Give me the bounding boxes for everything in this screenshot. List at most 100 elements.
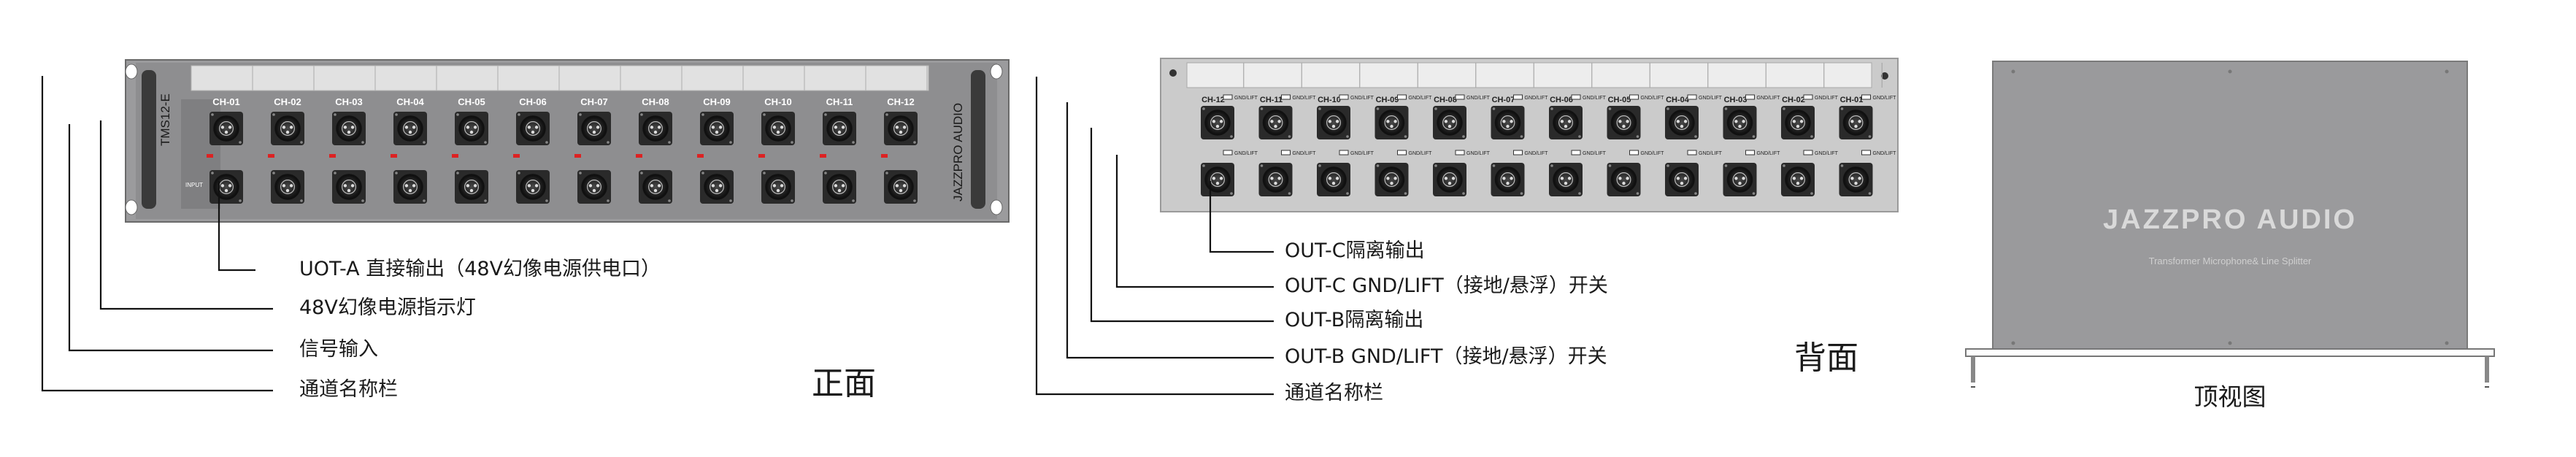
front-output-a-jack[interactable]: [700, 112, 734, 145]
back-out-c-jack[interactable]: [1723, 106, 1757, 139]
front-callout-phantom-led: 48V幻像电源指示灯: [299, 296, 476, 319]
back-out-c-jack[interactable]: [1665, 106, 1699, 139]
front-output-a-jack[interactable]: [884, 112, 918, 145]
out-b-gnd-lift-switch[interactable]: [1455, 150, 1465, 155]
front-input-jack[interactable]: [884, 170, 918, 204]
out-c-gnd-lift-switch[interactable]: [1687, 94, 1697, 100]
front-input-jack[interactable]: [455, 170, 488, 204]
out-c-gnd-lift-switch[interactable]: [1339, 94, 1349, 100]
back-callout-out-c-switch: OUT-C GND/LIFT（接地/悬浮）开关: [1285, 274, 1608, 297]
back-out-b-jack[interactable]: [1607, 163, 1641, 196]
out-b-gnd-lift-switch[interactable]: [1571, 150, 1581, 155]
out-b-gnd-lift-switch[interactable]: [1803, 150, 1813, 155]
back-out-b-jack[interactable]: [1433, 163, 1466, 196]
back-out-c-jack[interactable]: [1258, 106, 1293, 139]
switch-label: GND/LIFT: [1699, 151, 1723, 156]
back-out-c-jack[interactable]: [1317, 106, 1350, 139]
out-b-gnd-lift-switch[interactable]: [1223, 150, 1233, 155]
out-c-gnd-lift-switch[interactable]: [1513, 94, 1523, 100]
back-out-b-jack[interactable]: [1723, 163, 1757, 196]
front-output-a-jack[interactable]: [455, 112, 488, 145]
out-c-gnd-lift-switch[interactable]: [1803, 94, 1813, 100]
switch-label: GND/LIFT: [1873, 96, 1897, 101]
front-input-jack[interactable]: [761, 170, 795, 204]
back-out-b-jack[interactable]: [1839, 163, 1873, 196]
front-input-jack[interactable]: [271, 170, 304, 204]
back-out-b-jack[interactable]: [1781, 163, 1815, 196]
front-output-a-jack[interactable]: [393, 112, 427, 145]
front-input-jack[interactable]: [209, 170, 243, 204]
back-out-c-jack[interactable]: [1781, 106, 1815, 139]
switch-label: GND/LIFT: [1466, 151, 1491, 156]
front-input-jack[interactable]: [332, 170, 366, 204]
front-output-a-jack[interactable]: [639, 112, 672, 145]
out-c-gnd-lift-switch[interactable]: [1223, 94, 1233, 100]
back-out-b-jack[interactable]: [1665, 163, 1699, 196]
top-subtitle: Transformer Microphone& Line Splitter: [2149, 256, 2312, 266]
phantom-led: [574, 154, 581, 158]
back-out-c-jack[interactable]: [1201, 106, 1234, 139]
back-out-c-jack[interactable]: [1549, 106, 1583, 139]
front-input-jack[interactable]: [700, 170, 734, 204]
front-channel-label: CH-06: [519, 96, 547, 107]
front-channel-label: CH-12: [887, 96, 915, 107]
back-out-b-jack[interactable]: [1491, 163, 1525, 196]
switch-label: GND/LIFT: [1873, 151, 1897, 156]
out-b-gnd-lift-switch[interactable]: [1339, 150, 1349, 155]
front-output-a-jack[interactable]: [332, 112, 366, 145]
back-channel-label: CH-01: [1840, 96, 1864, 104]
phantom-led: [697, 154, 704, 158]
switch-label: GND/LIFT: [1234, 151, 1258, 156]
front-channel-label: CH-07: [580, 96, 608, 107]
back-out-c-jack[interactable]: [1607, 106, 1641, 139]
out-b-gnd-lift-switch[interactable]: [1513, 150, 1523, 155]
svg-text:INPUT: INPUT: [185, 182, 203, 188]
out-b-gnd-lift-switch[interactable]: [1281, 150, 1291, 155]
back-out-c-jack[interactable]: [1839, 106, 1873, 139]
switch-label: GND/LIFT: [1815, 96, 1839, 101]
out-b-gnd-lift-switch[interactable]: [1687, 150, 1697, 155]
out-c-gnd-lift-switch[interactable]: [1455, 94, 1465, 100]
front-input-jack[interactable]: [639, 170, 672, 204]
front-callout-name-strip: 通道名称栏: [299, 378, 398, 401]
back-out-c-jack[interactable]: [1491, 106, 1525, 139]
back-channel-label: CH-06: [1550, 96, 1573, 104]
back-out-b-jack[interactable]: [1374, 163, 1409, 196]
front-output-a-jack[interactable]: [823, 112, 856, 145]
out-b-gnd-lift-switch[interactable]: [1397, 150, 1407, 155]
front-output-a-jack[interactable]: [271, 112, 304, 145]
back-channel-label: CH-12: [1202, 96, 1225, 104]
out-c-gnd-lift-switch[interactable]: [1745, 94, 1755, 100]
back-out-b-jack[interactable]: [1258, 163, 1293, 196]
front-input-jack[interactable]: [577, 170, 611, 204]
back-leader-lines: [1035, 77, 1274, 396]
front-output-a-jack[interactable]: [516, 112, 550, 145]
front-channel-label: CH-02: [274, 96, 301, 107]
front-output-a-jack[interactable]: [761, 112, 795, 145]
front-input-jack[interactable]: [393, 170, 427, 204]
back-out-b-jack[interactable]: [1549, 163, 1583, 196]
out-c-gnd-lift-switch[interactable]: [1629, 94, 1639, 100]
out-c-gnd-lift-switch[interactable]: [1397, 94, 1407, 100]
front-input-jack[interactable]: [823, 170, 856, 204]
back-out-b-jack[interactable]: [1317, 163, 1350, 196]
out-b-gnd-lift-switch[interactable]: [1629, 150, 1639, 155]
out-b-gnd-lift-switch[interactable]: [1861, 150, 1871, 155]
front-input-jack[interactable]: [516, 170, 550, 204]
back-channel-label: CH-04: [1666, 96, 1690, 104]
back-out-c-jack[interactable]: [1374, 106, 1409, 139]
out-b-gnd-lift-switch[interactable]: [1745, 150, 1755, 155]
brand-vertical-label: JAZZPRO AUDIO: [951, 103, 965, 201]
front-output-a-jack[interactable]: [577, 112, 611, 145]
back-out-b-jack[interactable]: [1201, 163, 1234, 196]
front-output-a-jack[interactable]: [209, 112, 243, 145]
back-view-title: 背面: [1794, 339, 1858, 377]
out-c-gnd-lift-switch[interactable]: [1281, 94, 1291, 100]
front-channel-label: CH-01: [212, 96, 240, 107]
back-out-c-jack[interactable]: [1433, 106, 1466, 139]
out-c-gnd-lift-switch[interactable]: [1861, 94, 1871, 100]
out-c-gnd-lift-switch[interactable]: [1571, 94, 1581, 100]
phantom-led: [636, 154, 642, 158]
